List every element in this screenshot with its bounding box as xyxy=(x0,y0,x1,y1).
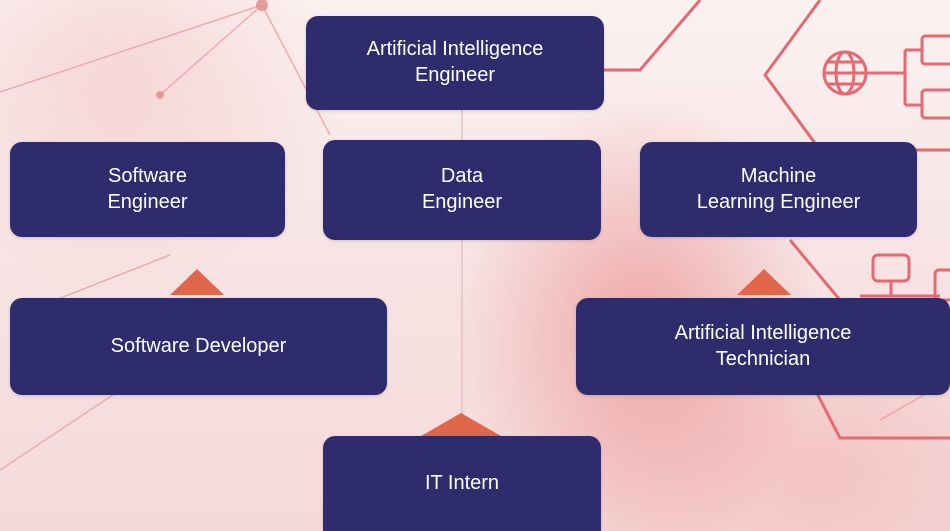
arrow-up-ml xyxy=(737,269,791,295)
arrow-up-center xyxy=(421,413,501,436)
node-it-intern: IT Intern xyxy=(323,436,601,531)
node-ml-engineer: Machine Learning Engineer xyxy=(640,142,917,237)
node-data-engineer: Data Engineer xyxy=(323,140,601,240)
node-label: Machine Learning Engineer xyxy=(696,164,861,213)
node-label: Software Developer xyxy=(110,334,287,357)
node-label: Software Engineer xyxy=(107,164,188,213)
node-software-developer: Software Developer xyxy=(10,298,387,395)
node-label: Data Engineer xyxy=(421,165,503,213)
node-label: Artificial Intelligence Engineer xyxy=(366,38,544,86)
node-software-engineer: Software Engineer xyxy=(10,142,285,237)
globe-network-icon xyxy=(822,34,950,120)
flowchart-icon xyxy=(860,253,950,302)
arrow-up-software xyxy=(170,269,224,295)
node-ai-engineer: Artificial Intelligence Engineer xyxy=(306,16,604,110)
node-ai-technician: Artificial Intelligence Technician xyxy=(576,298,950,395)
node-label: Artificial Intelligence Technician xyxy=(674,321,852,370)
node-label: IT Intern xyxy=(424,471,500,494)
